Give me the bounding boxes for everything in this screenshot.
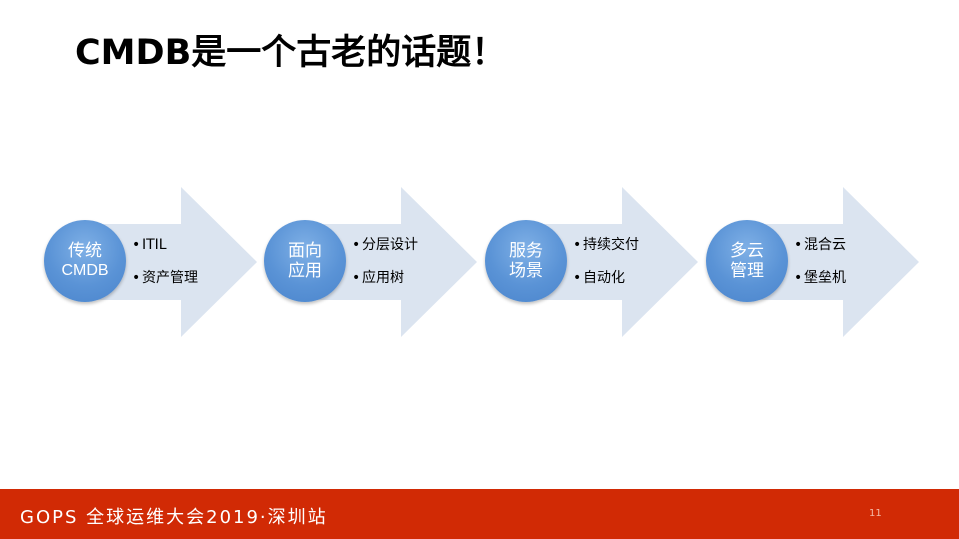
- bullet-dot: •: [132, 237, 141, 253]
- process-step-2: 面向 应用 •分层设计 •应用树: [264, 187, 479, 337]
- bullet-text: 资产管理: [142, 270, 198, 286]
- step-circle-label-2: 应用: [288, 261, 322, 281]
- step-circle-label-1: 面向: [288, 241, 322, 261]
- bullet-item: •持续交付: [573, 235, 639, 268]
- bullet-dot: •: [794, 237, 803, 253]
- bullet-dot: •: [794, 270, 803, 286]
- bullet-text: 持续交付: [583, 237, 639, 253]
- bullet-item: •自动化: [573, 268, 639, 301]
- footer-event-name: GOPS 全球运维大会2019·深圳站: [20, 507, 328, 528]
- step-bullet-list: •ITIL •资产管理: [132, 235, 198, 301]
- arrow-shape: [525, 187, 698, 337]
- arrow-shape: [84, 187, 257, 337]
- bullet-text: 堡垒机: [804, 270, 846, 286]
- bullet-text: ITIL: [142, 237, 167, 253]
- step-circle-label-1: 多云: [730, 241, 764, 261]
- bullet-dot: •: [352, 270, 361, 286]
- step-circle-label-1: 服务: [509, 241, 543, 261]
- bullet-dot: •: [132, 270, 141, 286]
- bullet-text: 应用树: [362, 270, 404, 286]
- step-bullet-list: •混合云 •堡垒机: [794, 235, 846, 301]
- bullet-item: •应用树: [352, 268, 418, 301]
- step-circle-label-2: 场景: [509, 261, 543, 281]
- step-circle-label-2: 管理: [730, 261, 764, 281]
- bullet-dot: •: [573, 270, 582, 286]
- arrow-shape: [746, 187, 919, 337]
- step-circle: 服务 场景: [485, 220, 567, 302]
- process-step-4: 多云 管理 •混合云 •堡垒机: [706, 187, 921, 337]
- step-circle: 多云 管理: [706, 220, 788, 302]
- bullet-item: •混合云: [794, 235, 846, 268]
- page-number: 11: [869, 508, 882, 519]
- arrow-shape: [304, 187, 477, 337]
- bullet-text: 混合云: [804, 237, 846, 253]
- bullet-item: •堡垒机: [794, 268, 846, 301]
- bullet-item: •分层设计: [352, 235, 418, 268]
- bullet-dot: •: [352, 237, 361, 253]
- process-step-1: 传统 CMDB •ITIL •资产管理: [44, 187, 259, 337]
- bullet-text: 自动化: [583, 270, 625, 286]
- bullet-item: •资产管理: [132, 268, 198, 301]
- step-circle-label-2: CMDB: [61, 262, 109, 279]
- step-bullet-list: •持续交付 •自动化: [573, 235, 639, 301]
- process-step-3: 服务 场景 •持续交付 •自动化: [485, 187, 700, 337]
- slide-title: CMDB是一个古老的话题！: [75, 33, 507, 73]
- bullet-item: •ITIL: [132, 235, 198, 268]
- bullet-text: 分层设计: [362, 237, 418, 253]
- step-circle: 传统 CMDB: [44, 220, 126, 302]
- footer-bar: GOPS 全球运维大会2019·深圳站 11: [0, 489, 959, 539]
- step-circle: 面向 应用: [264, 220, 346, 302]
- step-circle-label-1: 传统: [68, 241, 102, 261]
- process-diagram: 传统 CMDB •ITIL •资产管理 面向 应用 •分层设计 •应用树: [44, 187, 921, 337]
- step-bullet-list: •分层设计 •应用树: [352, 235, 418, 301]
- bullet-dot: •: [573, 237, 582, 253]
